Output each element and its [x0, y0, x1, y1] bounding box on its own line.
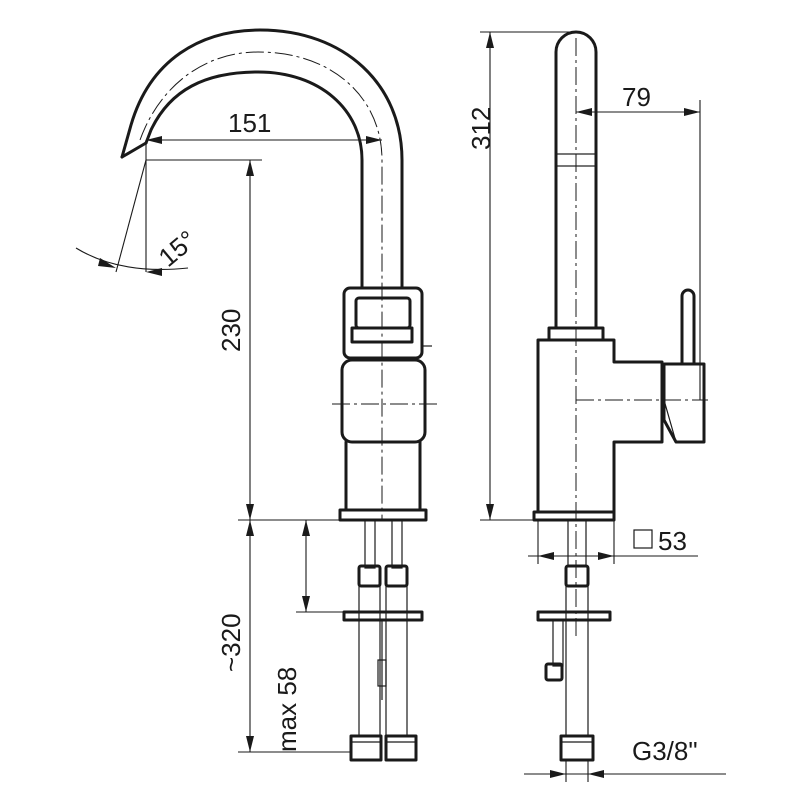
- side-view: 312 79 53 G3/8": [466, 30, 726, 782]
- angle-slanted: [115, 159, 147, 273]
- front-view: 151 15° 230 ~320 max 58: [75, 28, 438, 762]
- height-arrow-top: [246, 160, 254, 176]
- label-below-deck: ~320: [216, 613, 246, 672]
- hose-left-tube: [364, 519, 376, 569]
- lever-front: [340, 358, 427, 444]
- body-base: [338, 508, 428, 522]
- spout-tip: [120, 141, 148, 159]
- angle-arrow-right: [146, 268, 162, 276]
- hose-right-nut: [384, 734, 418, 762]
- body-head: [342, 286, 424, 360]
- max-deck-arrow-bottom: [302, 596, 310, 612]
- square-symbol: [633, 529, 653, 549]
- spout-inner-contour: [144, 70, 364, 290]
- spout-outer-contour: [120, 28, 404, 290]
- lever-joint: [663, 399, 677, 443]
- angle-arc: [75, 247, 189, 270]
- hose-right-crimp: [384, 564, 409, 588]
- max-deck-arrow-top: [302, 520, 310, 536]
- body-column: [344, 440, 422, 512]
- side-stud: [552, 619, 564, 667]
- thread-arrow-left: [550, 770, 566, 778]
- label-total-height: 312: [466, 107, 496, 150]
- hose-left-braid: [358, 585, 381, 737]
- label-thread: G3/8": [632, 736, 698, 766]
- base-arrow-left: [538, 552, 554, 560]
- head-window: [354, 296, 412, 330]
- side-stud-nut: [544, 662, 564, 682]
- total-arrow-bottom: [486, 504, 494, 520]
- side-body: [536, 338, 664, 514]
- hose-left-crimp: [357, 564, 382, 588]
- label-spout-height: 230: [216, 309, 246, 352]
- side-hose-braid: [565, 585, 589, 737]
- spout-centerline: [139, 51, 383, 520]
- hose-left-nut: [349, 734, 383, 762]
- label-base-square: 53: [658, 526, 687, 556]
- offset-arrow-left: [576, 108, 592, 116]
- thread-arrow-right: [588, 770, 604, 778]
- base-arrow-right: [598, 552, 614, 560]
- label-spout-angle: 15°: [153, 224, 202, 272]
- hose-right-braid: [385, 585, 408, 737]
- label-spout-reach: 151: [228, 108, 271, 138]
- label-max-deck: max 58: [272, 667, 302, 752]
- label-lever-offset: 79: [622, 82, 651, 112]
- side-hose-crimp: [564, 564, 590, 588]
- side-base: [532, 510, 616, 522]
- height-arrow-bottom: [246, 504, 254, 520]
- lever-cartridge: [662, 362, 706, 444]
- reach-arrow-right: [366, 136, 382, 144]
- below-deck-arrow-top: [246, 520, 254, 536]
- side-hose-tube: [567, 519, 587, 567]
- below-deck-arrow-bottom: [246, 736, 254, 752]
- angle-arrow-left: [98, 258, 116, 268]
- reach-arrow-left: [146, 136, 162, 144]
- head-insert: [350, 326, 414, 344]
- aerator: [555, 153, 597, 167]
- lever-handle: [680, 288, 696, 366]
- hose-right-tube: [391, 519, 403, 569]
- side-mounting-plate: [536, 610, 612, 622]
- offset-arrow-right: [684, 108, 700, 116]
- side-hose-nut: [559, 734, 595, 762]
- total-arrow-top: [486, 32, 494, 48]
- mounting-plate: [342, 610, 424, 622]
